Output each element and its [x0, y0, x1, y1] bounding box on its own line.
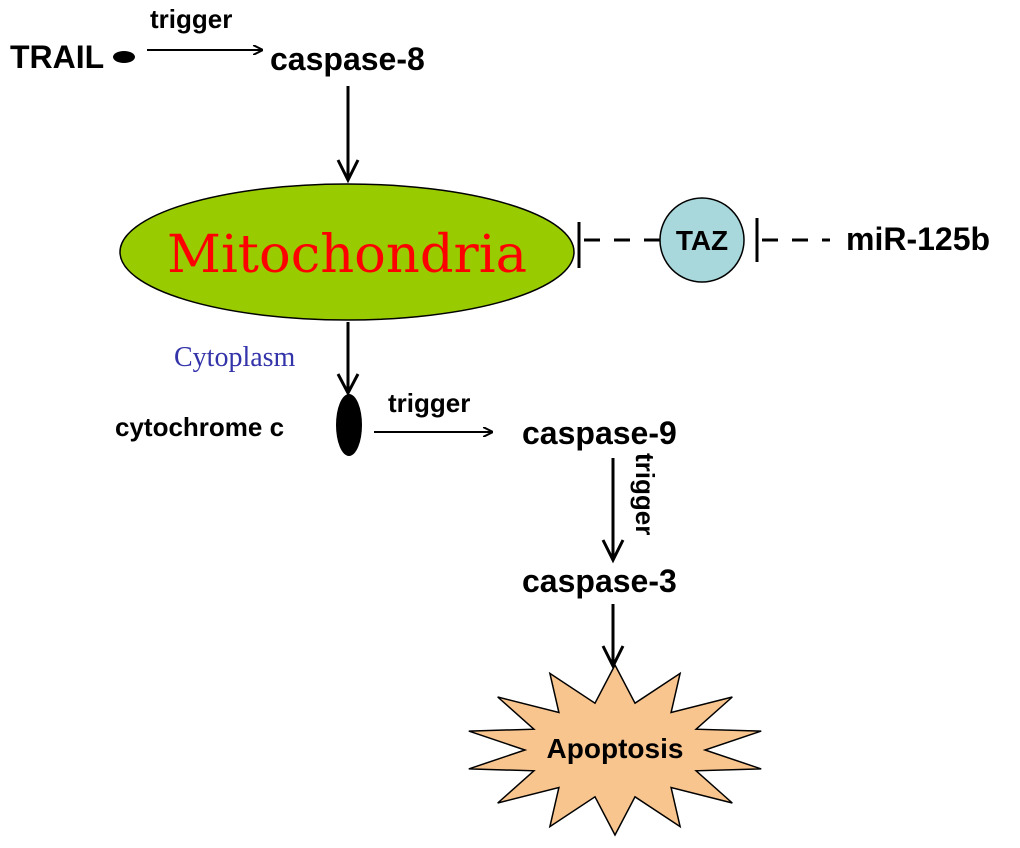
- taz-circle: [659, 197, 745, 283]
- mir125b-label: miR-125b: [846, 221, 990, 257]
- edge-label-trigger-2: trigger: [388, 388, 470, 418]
- edge-label-trigger-3: trigger: [630, 453, 660, 535]
- arrowhead-caspase3-apoptosis: [601, 645, 625, 670]
- apoptosis-label: Apoptosis: [547, 733, 684, 764]
- caspase8-label: caspase-8: [270, 41, 425, 77]
- caspase9-label: caspase-9: [522, 415, 677, 451]
- apoptosis-starburst: [468, 663, 762, 837]
- edge-label-trigger-1: trigger: [150, 4, 232, 34]
- arrowhead-mitochondria-cytochrome: [336, 373, 360, 397]
- mitochondria-ellipse: [119, 183, 575, 321]
- cytochrome-c-label: cytochrome c: [115, 412, 284, 442]
- caspase3-label: caspase-3: [522, 563, 677, 599]
- trail-label: TRAIL: [10, 39, 104, 75]
- arrowhead-caspase9-caspase3: [601, 539, 625, 564]
- mitochondria-label: Mitochondria: [167, 225, 527, 285]
- cytoplasm-label: Cytoplasm: [174, 342, 296, 373]
- taz-label: TAZ: [676, 225, 728, 256]
- cytochrome-c-icon: [336, 394, 362, 456]
- arrowhead-caspase8-mitochondria: [336, 159, 360, 184]
- trail-ligand-icon: [113, 51, 135, 63]
